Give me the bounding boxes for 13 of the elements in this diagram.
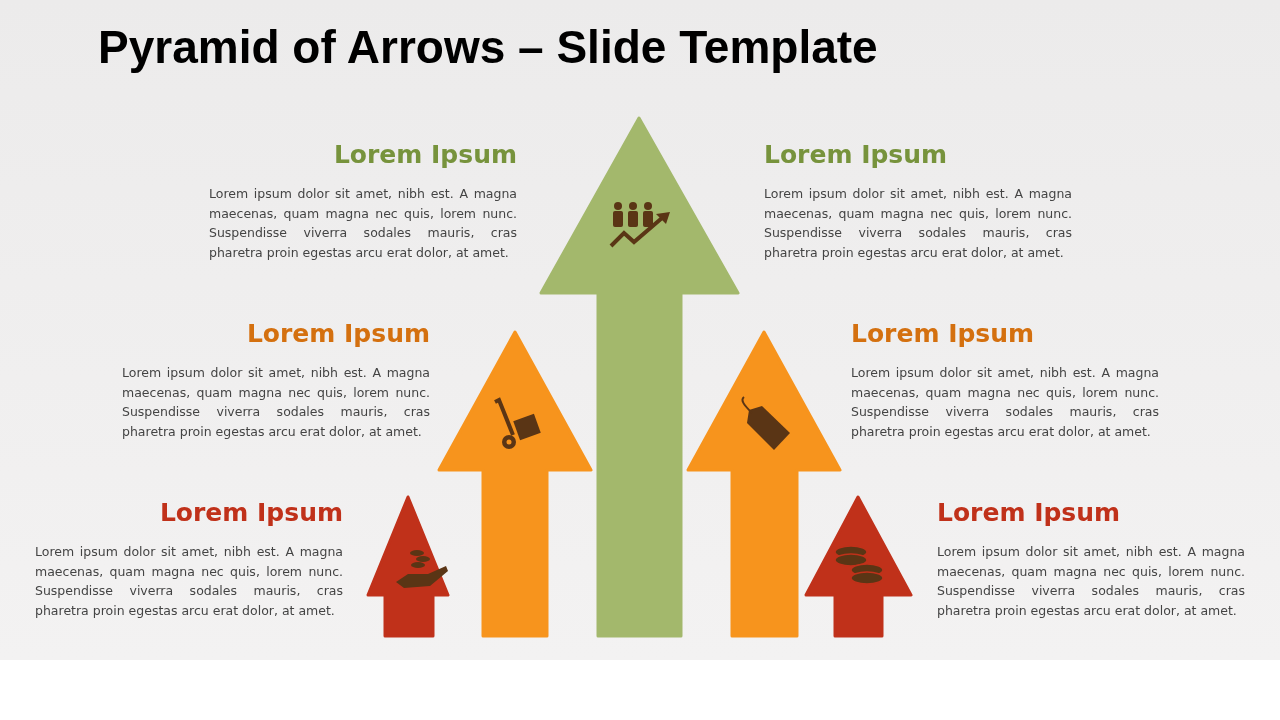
body-text: Lorem ipsum dolor sit amet, nibh est. A magna maecenas, quam magna nec quis, lorem nunc. Suspendisse viverra sodales mauris, cras pharetra proin egestas arcu erat dolor, at amet.	[35, 543, 343, 620]
body-text: Lorem ipsum dolor sit amet, nibh est. A magna maecenas, quam magna nec quis, lorem nunc. Suspendisse viverra sodales mauris, cras pharetra proin egestas arcu erat dolor, at amet.	[851, 364, 1159, 441]
slide-title: Pyramid of Arrows – Slide Template	[98, 20, 878, 74]
section-heading: Lorem Ipsum	[158, 498, 343, 528]
section-heading: Lorem Ipsum	[245, 319, 430, 349]
body-text: Lorem ipsum dolor sit amet, nibh est. A magna maecenas, quam magna nec quis, lorem nunc. Suspendisse viverra sodales mauris, cras pharetra proin egestas arcu erat dolor, at amet.	[122, 364, 430, 441]
section-heading: Lorem Ipsum	[332, 140, 517, 170]
body-text: Lorem ipsum dolor sit amet, nibh est. A magna maecenas, quam magna nec quis, lorem nunc. Suspendisse viverra sodales mauris, cras pharetra proin egestas arcu erat dolor, at amet.	[209, 185, 517, 262]
body-text: Lorem ipsum dolor sit amet, nibh est. A magna maecenas, quam magna nec quis, lorem nunc. Suspendisse viverra sodales mauris, cras pharetra proin egestas arcu erat dolor, at amet.	[937, 543, 1245, 620]
section-heading: Lorem Ipsum	[764, 140, 949, 170]
section-heading: Lorem Ipsum	[851, 319, 1036, 349]
body-text: Lorem ipsum dolor sit amet, nibh est. A magna maecenas, quam magna nec quis, lorem nunc. Suspendisse viverra sodales mauris, cras pharetra proin egestas arcu erat dolor, at amet.	[764, 185, 1072, 262]
section-heading: Lorem Ipsum	[937, 498, 1122, 528]
